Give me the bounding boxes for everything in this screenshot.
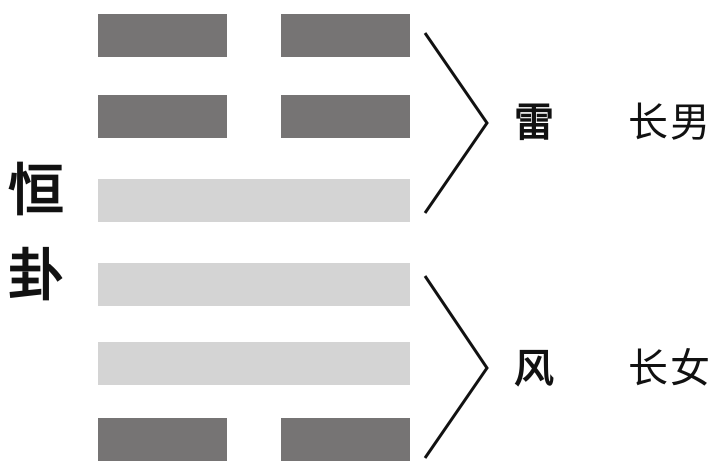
yin-line-6-right	[281, 418, 410, 461]
upper-trigram-name: 雷	[514, 99, 554, 146]
yin-line-2-right	[281, 95, 410, 138]
lower-trigram-name: 风	[514, 345, 554, 392]
yin-line-2-left	[98, 95, 227, 138]
lower-trigram-member: 长女	[628, 346, 712, 392]
upper-trigram-member: 长男	[628, 100, 712, 146]
yin-line-1-left	[98, 14, 227, 57]
yang-line-3	[98, 179, 410, 222]
yang-line-5	[98, 342, 410, 385]
yin-line-1-right	[281, 14, 410, 57]
lower-trigram-bracket	[423, 275, 489, 459]
yin-line-6-left	[98, 418, 227, 461]
hexagram-title-char-2: 卦	[8, 243, 64, 309]
upper-trigram-bracket	[423, 32, 489, 214]
yang-line-4	[98, 263, 410, 306]
hexagram-title-char-1: 恒	[8, 158, 64, 224]
